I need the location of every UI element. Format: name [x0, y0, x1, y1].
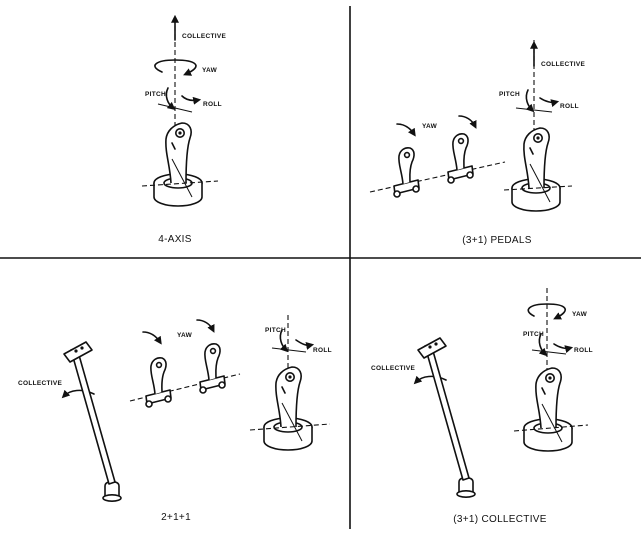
collective-arrow	[413, 375, 447, 385]
pedal-right	[199, 343, 226, 394]
yaw-arrow	[527, 303, 566, 320]
yaw-label: YAW	[422, 123, 438, 130]
roll-label: ROLL	[560, 103, 579, 110]
pedal-left	[393, 147, 420, 198]
collective-label: COLLECTIVE	[371, 365, 416, 372]
panel-3plus1-pedals: COLLECTIVE PITCH ROLL YAW (3+1) PEDALS	[369, 40, 586, 246]
roll-label: ROLL	[313, 347, 332, 354]
panel-2plus1plus1: COLLECTIVE YAW PITCH ROLL 2+1+1	[18, 315, 332, 523]
panel-3plus1-collective: COLLECTIVE YAW PITCH ROLL (3+1) COLLECTI…	[371, 288, 593, 525]
pedal-left	[145, 357, 172, 408]
yaw-label: YAW	[572, 311, 588, 318]
yaw-arrow-right	[458, 115, 477, 129]
collective-label: COLLECTIVE	[541, 61, 586, 68]
roll-arrow	[295, 339, 315, 350]
joystick	[263, 366, 313, 451]
caption-3plus1-pedals: (3+1) PEDALS	[462, 235, 531, 246]
roll-label: ROLL	[203, 101, 222, 108]
yaw-label: YAW	[177, 332, 193, 339]
roll-label: ROLL	[574, 347, 593, 354]
joystick	[523, 367, 573, 452]
pitch-label: PITCH	[499, 91, 520, 98]
collective-lever	[63, 341, 122, 503]
roll-arrow	[553, 343, 574, 354]
yaw-arrow	[154, 59, 197, 76]
pitch-arrow	[525, 89, 535, 113]
caption-4-axis: 4-AXIS	[158, 234, 192, 245]
pitch-label: PITCH	[265, 327, 286, 334]
yaw-label: YAW	[202, 67, 218, 74]
pitch-arrow	[279, 329, 289, 353]
roll-arrow	[181, 95, 202, 105]
pitch-arrow	[538, 333, 548, 357]
joystick	[153, 122, 203, 207]
pitch-arrow	[165, 87, 176, 111]
caption-3plus1-collective: (3+1) COLLECTIVE	[453, 514, 546, 525]
joystick	[511, 127, 561, 212]
pitch-label: PITCH	[523, 331, 544, 338]
collective-label: COLLECTIVE	[182, 33, 227, 40]
panel-4-axis: COLLECTIVE YAW PITCH ROLL 4-AXIS	[141, 14, 227, 245]
yaw-arrow-left	[142, 331, 162, 345]
roll-arrow	[539, 97, 560, 108]
collective-lever	[417, 337, 476, 499]
yaw-arrow-right	[196, 319, 215, 333]
yaw-arrow-left	[396, 123, 416, 137]
collective-arrow	[61, 389, 95, 399]
caption-2plus1plus1: 2+1+1	[161, 512, 191, 523]
pedal-right	[447, 133, 474, 184]
collective-label: COLLECTIVE	[18, 380, 63, 387]
pitch-label: PITCH	[145, 91, 166, 98]
